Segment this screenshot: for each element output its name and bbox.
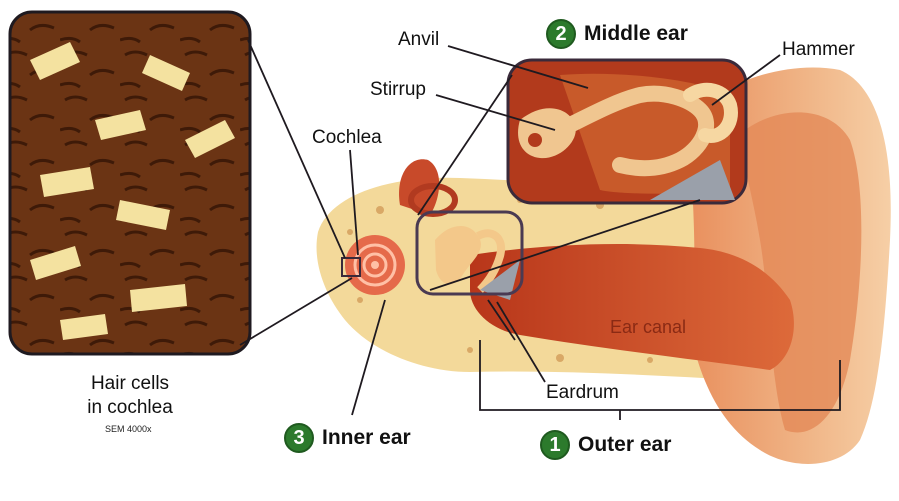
label-cochlea: Cochlea [312, 128, 382, 147]
heading-inner-ear: 3 Inner ear [284, 423, 411, 453]
title-outer-ear: Outer ear [578, 433, 671, 457]
title-middle-ear: Middle ear [584, 22, 688, 46]
label-hammer: Hammer [782, 40, 855, 59]
middle-ear-inset [508, 60, 746, 203]
label-eardrum: Eardrum [546, 383, 619, 402]
label-stirrup: Stirrup [370, 80, 426, 99]
label-ear-canal: Ear canal [610, 318, 686, 336]
hair-cell-micrograph [10, 12, 250, 354]
label-anvil: Anvil [398, 30, 439, 49]
heading-outer-ear: 1 Outer ear [540, 430, 671, 460]
caption-line-1: Hair cells [40, 372, 220, 396]
badge-middle-ear: 2 [546, 19, 576, 49]
badge-inner-ear: 3 [284, 423, 314, 453]
heading-middle-ear: 2 Middle ear [546, 19, 688, 49]
micrograph-caption: Hair cells in cochlea [40, 372, 220, 420]
badge-outer-ear: 1 [540, 430, 570, 460]
caption-line-2: in cochlea [40, 396, 220, 420]
title-inner-ear: Inner ear [322, 426, 411, 450]
magnification-note: SEM 4000x [105, 424, 152, 434]
